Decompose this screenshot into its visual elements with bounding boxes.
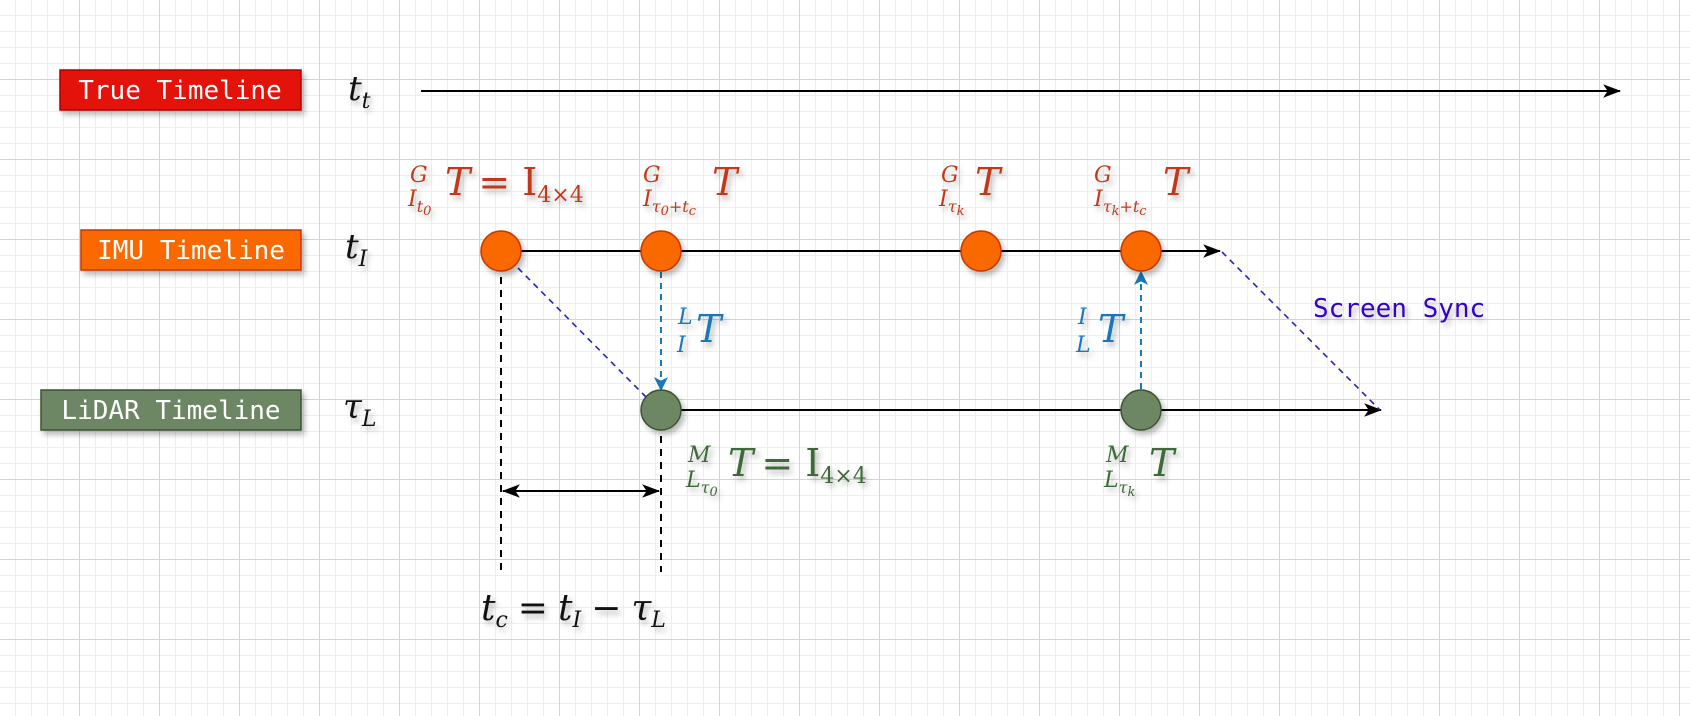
imu-lidar-sync-line — [517, 267, 647, 398]
svg-text:Lτ0: Lτ0 — [685, 468, 718, 500]
svg-text:T= I4×4: T= I4×4 — [445, 160, 584, 208]
true-timeline-label: True Timeline — [78, 76, 282, 106]
imu-pose-label-tauk: G Iτk T — [938, 160, 1003, 219]
svg-text:I: I — [676, 333, 687, 358]
imu-time-symbol: tI — [345, 227, 369, 272]
imu-pose-label-tauk-tc: G Iτk+tc T — [1093, 160, 1191, 219]
svg-text:M: M — [1105, 443, 1129, 468]
imu-timeline-label: IMU Timeline — [97, 236, 285, 266]
svg-text:T: T — [696, 307, 724, 351]
svg-text:L: L — [677, 305, 693, 330]
svg-text:L: L — [1075, 333, 1091, 358]
svg-text:T: T — [1098, 307, 1126, 351]
svg-text:G: G — [410, 163, 428, 188]
svg-text:T: T — [1163, 160, 1191, 204]
svg-text:T= I4×4: T= I4×4 — [728, 441, 867, 489]
true-timeline-badge: True Timeline — [59, 69, 302, 111]
svg-text:G: G — [643, 163, 661, 188]
screen-sync-label: Screen Sync — [1313, 294, 1485, 324]
lidar-pose-label-tau0: M Lτ0 T= I4×4 — [685, 441, 867, 500]
svg-text:Iτk: Iτk — [938, 187, 965, 219]
svg-text:I: I — [1077, 305, 1088, 330]
lidar-node-tauk — [1120, 389, 1162, 431]
lidar-timeline-badge: LiDAR Timeline — [40, 389, 302, 431]
svg-text:G: G — [941, 163, 959, 188]
extrinsic-label-lidar-to-imu: I L T — [1075, 305, 1126, 358]
extrinsic-label-imu-to-lidar: L I T — [676, 305, 724, 358]
imu-timeline-badge: IMU Timeline — [80, 229, 302, 271]
imu-pose-label-tau0: G Iτ0+tc T — [642, 160, 740, 219]
svg-text:G: G — [1094, 163, 1112, 188]
svg-text:It0: It0 — [407, 187, 431, 219]
imu-node-tauk — [960, 230, 1002, 272]
imu-node-tau0 — [640, 230, 682, 272]
lidar-pose-label-tauk: M Lτk T — [1103, 441, 1177, 500]
svg-text:T: T — [712, 160, 740, 204]
time-offset-formula: tc=tI−τL — [481, 588, 666, 633]
lidar-time-symbol: τL — [343, 387, 376, 432]
imu-node-t0 — [480, 230, 522, 272]
imu-node-tauk-tc — [1120, 230, 1162, 272]
svg-text:Lτk: Lτk — [1103, 468, 1135, 500]
screen-sync-line — [1221, 251, 1381, 411]
true-time-symbol: tt — [348, 69, 371, 114]
svg-text:T: T — [1149, 441, 1177, 485]
lidar-timeline-label: LiDAR Timeline — [61, 396, 280, 426]
svg-text:Iτk+tc: Iτk+tc — [1093, 187, 1147, 219]
svg-text:Iτ0+tc: Iτ0+tc — [642, 187, 697, 219]
svg-text:T: T — [975, 160, 1003, 204]
imu-pose-label-t0: G It0 T= I4×4 — [407, 160, 584, 219]
lidar-node-tau0 — [640, 389, 682, 431]
svg-text:M: M — [687, 443, 711, 468]
